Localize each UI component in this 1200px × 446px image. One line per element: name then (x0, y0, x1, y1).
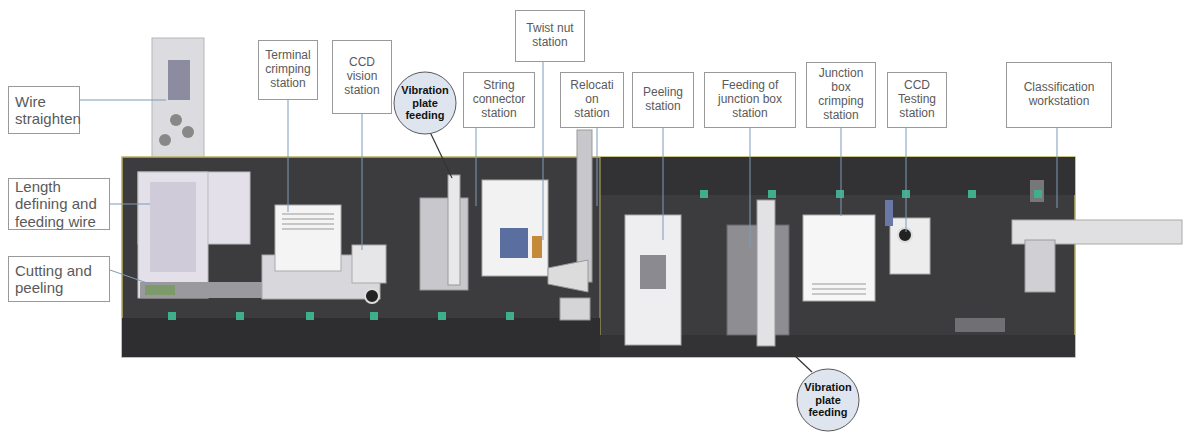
station-label: Classification workstation (1006, 62, 1112, 128)
press-vents (812, 284, 866, 294)
upper-rail (600, 157, 1075, 195)
vision-camera (352, 245, 386, 283)
station-name: Peeling station (639, 86, 687, 114)
feeder-block (138, 172, 208, 298)
press-vents (282, 214, 334, 229)
callout-text: Vibration plate feeding (800, 381, 856, 419)
feeding-rail (757, 200, 775, 346)
station-label: Relocati on station (560, 72, 624, 128)
station-name: CCD Testing station (894, 79, 940, 120)
callout-leader (776, 338, 812, 372)
relocation-arm (577, 130, 592, 282)
station-name: Twist nut station (526, 22, 574, 50)
chute (955, 318, 1005, 332)
station-label: Wire straighten (8, 86, 80, 134)
station-label: Terminal crimping station (258, 40, 318, 100)
machine-base (122, 157, 1075, 357)
station-label: Twist nut station (515, 10, 585, 62)
relocation-base (560, 298, 590, 320)
sorter (1030, 180, 1044, 202)
station-label: Junction box crimping station (806, 62, 876, 128)
station-name: Length defining and feeding wire (15, 178, 103, 230)
connector-rail (448, 175, 460, 285)
roller (170, 114, 182, 126)
camera-bracket (885, 200, 893, 226)
station-name: Feeding of junction box station (711, 79, 789, 120)
twist-nut-module (482, 180, 548, 276)
station-name: Terminal crimping station (265, 49, 311, 90)
station-name: String connector station (470, 79, 528, 120)
callout-leader (430, 132, 452, 178)
lower-conveyor (122, 318, 600, 357)
station-name: Relocati on station (567, 79, 617, 120)
callout-circle-shape (797, 369, 859, 431)
station-name: Wire straighten (15, 93, 81, 128)
connector-module (420, 198, 468, 290)
roller (159, 134, 171, 146)
station-name: CCD vision station (340, 56, 384, 97)
testing-camera (890, 218, 930, 274)
station-label: CCD Testing station (887, 72, 947, 128)
callout-circle: Vibration plate feeding (796, 368, 860, 432)
classification-bin (1025, 240, 1055, 292)
station-name: Cutting and peeling (15, 262, 103, 297)
cutter (145, 285, 175, 295)
straightener-rollers (168, 60, 190, 100)
callout-circle: Vibration plate feeding (393, 71, 457, 135)
peeling-head (640, 255, 666, 289)
station-label: Length defining and feeding wire (8, 178, 110, 230)
camera-lens (898, 228, 912, 242)
nut-head (500, 228, 528, 258)
callout-text: Vibration plate feeding (397, 84, 453, 122)
station-name: Classification workstation (1013, 81, 1105, 109)
leader-lines (80, 62, 1057, 284)
station-label: CCD vision station (332, 40, 392, 114)
station-label: Cutting and peeling (8, 256, 110, 302)
camera-lens (365, 289, 379, 303)
roller (182, 126, 194, 138)
station-label: String connector station (463, 72, 535, 128)
callout-circle-shape (394, 72, 456, 134)
nut-cartridge (532, 236, 542, 258)
position-markers (168, 190, 1042, 320)
station-label: Peeling station (632, 72, 694, 128)
feeder-detail (150, 182, 196, 272)
jb-crimp-press (803, 215, 875, 301)
peeling-module (625, 215, 681, 345)
straightener-tower (152, 38, 204, 160)
relocation-funnel (548, 260, 588, 292)
station-label: Feeding of junction box station (704, 72, 796, 128)
crimp-press (275, 205, 341, 271)
station-name: Junction box crimping station (813, 67, 869, 122)
